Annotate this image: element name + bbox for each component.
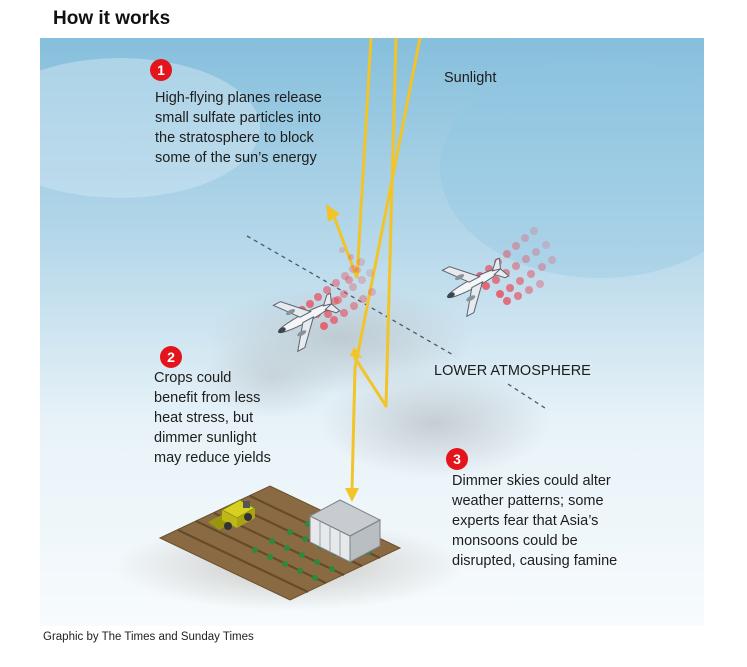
ground-ray-arrowhead — [345, 488, 359, 502]
step-2-text: Crops could benefit from less heat stres… — [154, 368, 271, 468]
step-2-line: heat stress, but — [154, 410, 254, 426]
sunlight-rays — [331, 38, 422, 492]
sunlight-label: Sunlight — [444, 70, 497, 86]
reflected-ray-arrowhead — [326, 204, 340, 222]
lower-atmosphere-label: LOWER ATMOSPHERE — [434, 363, 591, 379]
step-3-line: Dimmer skies could alter — [452, 473, 611, 489]
step-2-line: Crops could — [154, 370, 232, 386]
plane-right — [441, 257, 510, 318]
step-1-line: High-flying planes release — [155, 90, 322, 106]
graphic-credit: Graphic by The Times and Sunday Times — [43, 631, 254, 643]
step-1-line: some of the sun’s energy — [155, 150, 317, 166]
plane-left — [272, 292, 341, 353]
step-2-line: may reduce yields — [154, 450, 271, 466]
step-3-line: disrupted, causing famine — [452, 553, 618, 569]
diagram-panel: 1 High-flying planes release small sulfa… — [40, 38, 704, 626]
step-3-text: Dimmer skies could alter weather pattern… — [452, 471, 617, 571]
diagram-illustration — [40, 38, 704, 626]
step-2-badge: 2 — [160, 346, 182, 368]
step-2-line: dimmer sunlight — [154, 430, 257, 446]
atmosphere-boundary-line — [246, 235, 456, 357]
step-3-line: experts fear that Asia’s — [452, 513, 599, 529]
harvester — [208, 499, 257, 530]
step-1-line: the stratosphere to block — [155, 130, 314, 146]
step-1-line: small sulfate particles into — [155, 110, 322, 126]
page-title: How it works — [53, 8, 171, 29]
step-3-line: monsoons could be — [452, 533, 578, 549]
step-3-badge: 3 — [446, 448, 468, 470]
step-1-text: High-flying planes release small sulfate… — [155, 88, 322, 168]
barn — [308, 499, 382, 563]
step-1-badge: 1 — [150, 59, 172, 81]
step-3-line: weather patterns; some — [452, 493, 604, 509]
step-2-line: benefit from less — [154, 390, 261, 406]
